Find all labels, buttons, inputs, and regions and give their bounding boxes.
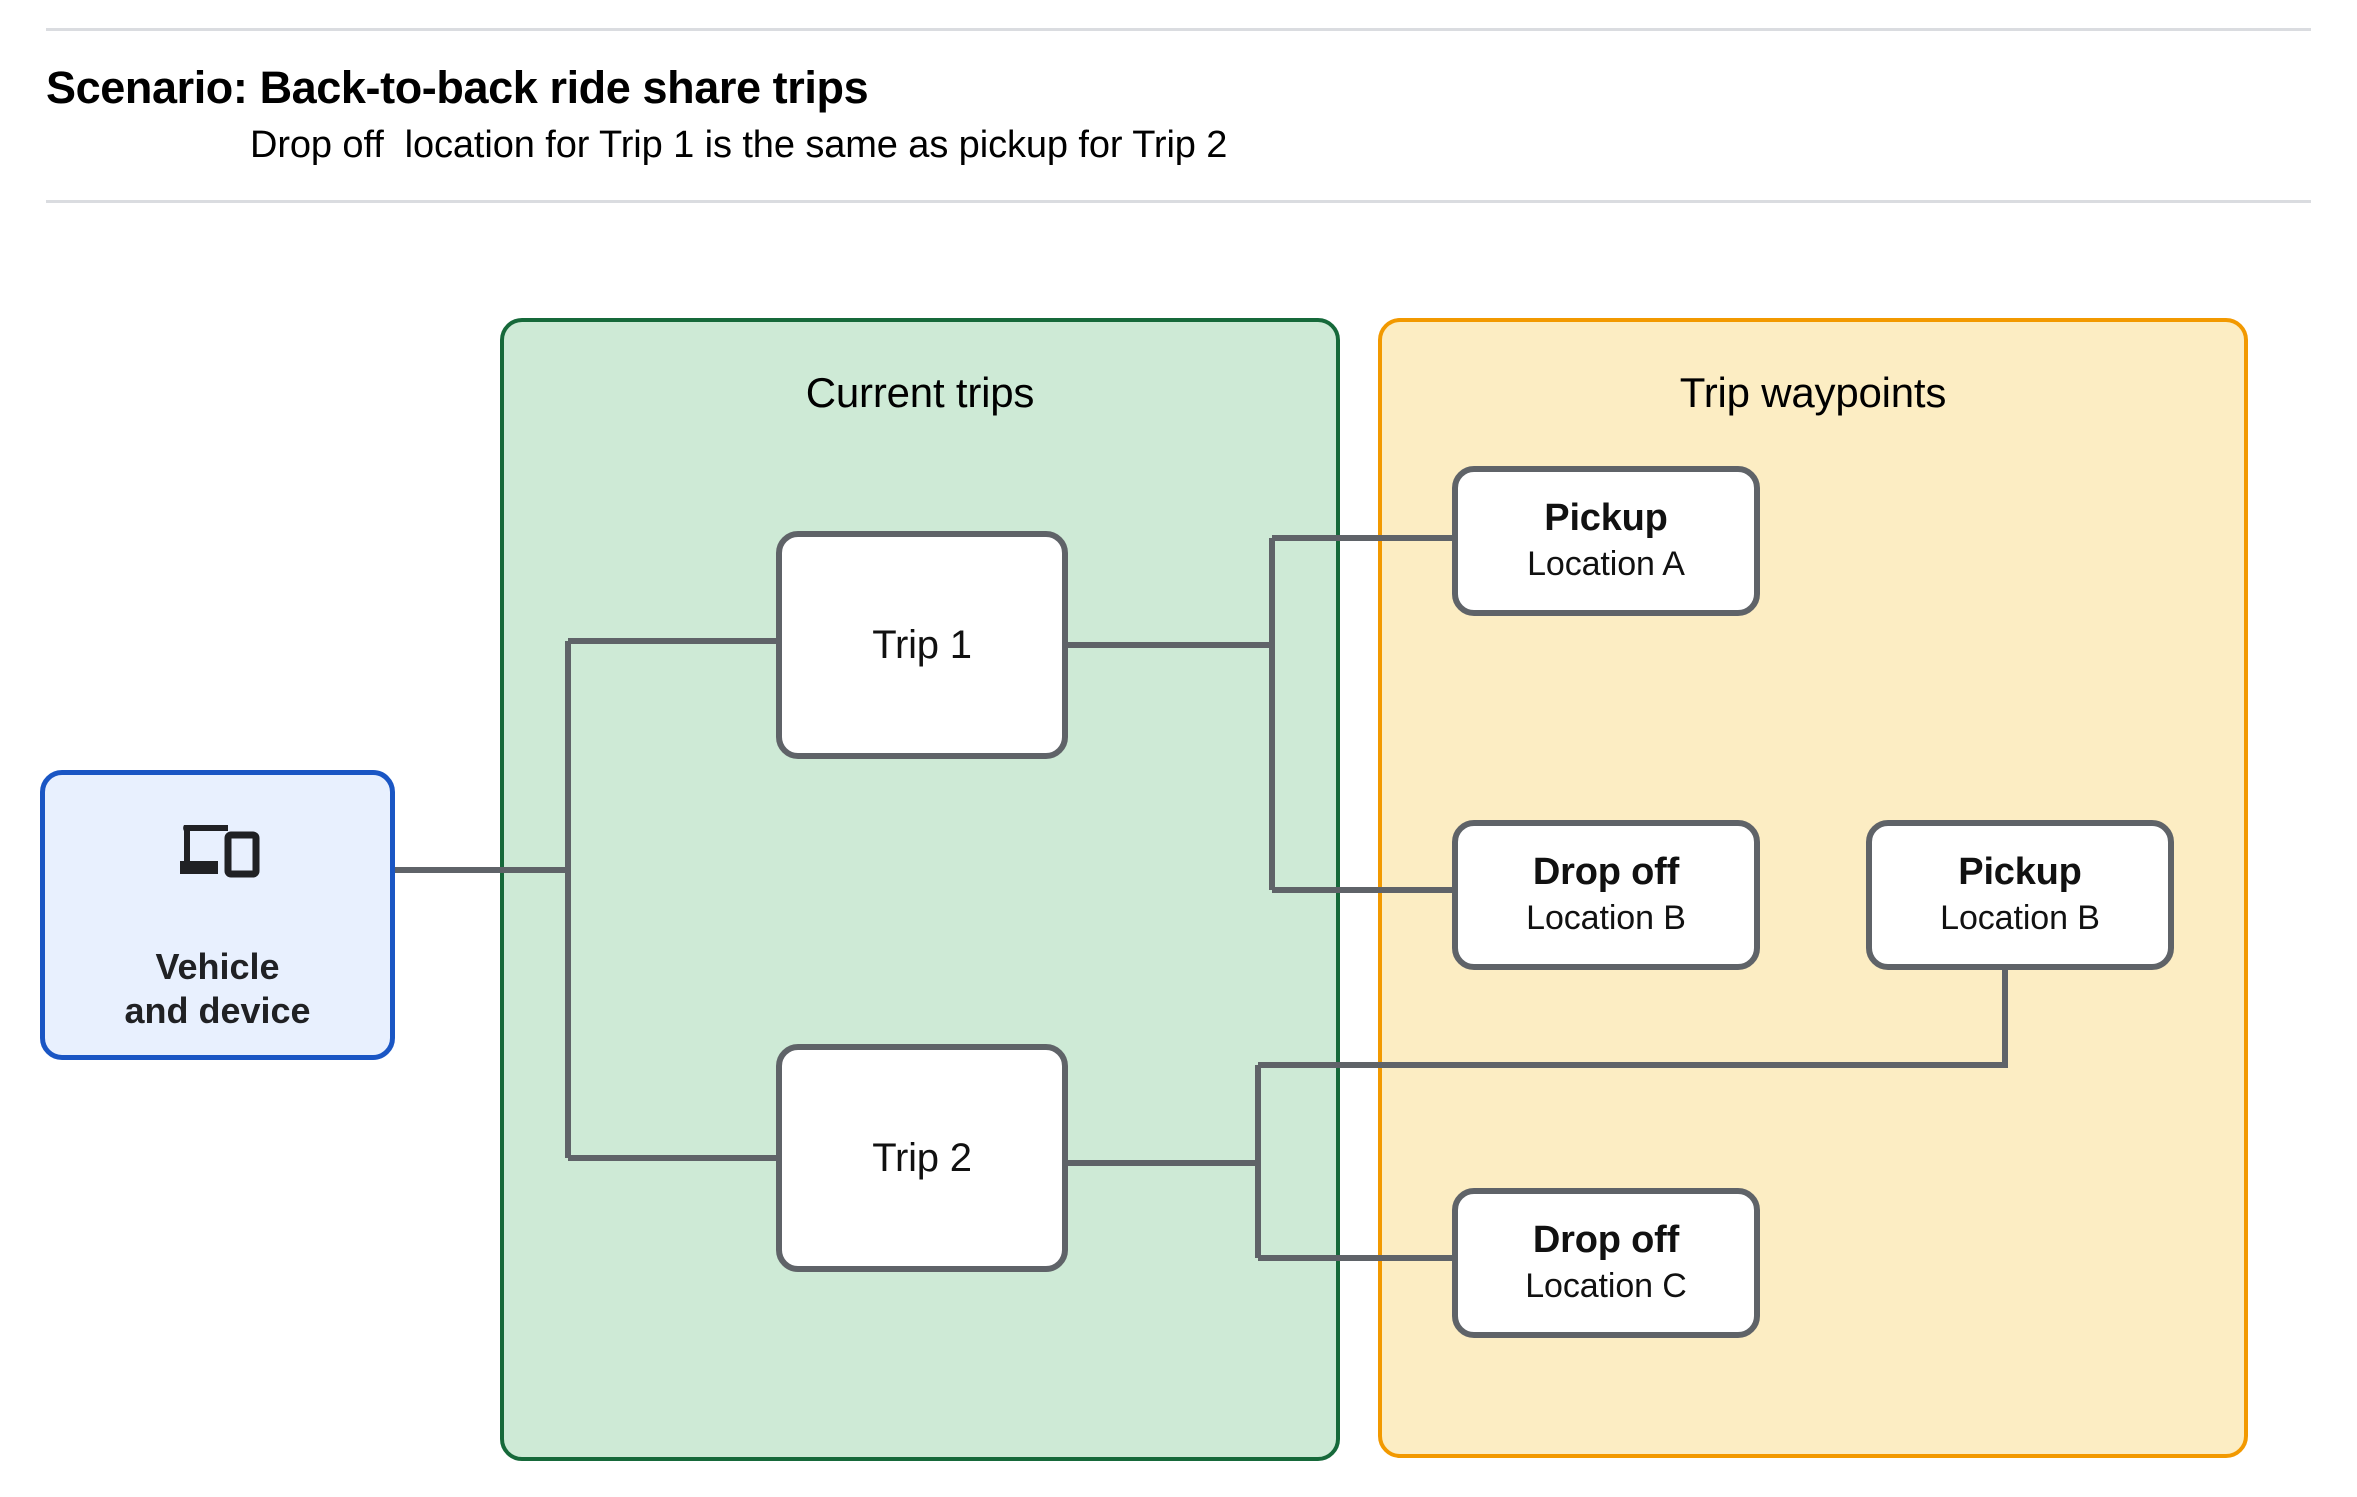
node-trip-2[interactable]: Trip 2 (776, 1044, 1068, 1272)
node-dropoff-b-title: Drop off (1532, 850, 1680, 893)
node-pickup-a-title: Pickup (1544, 496, 1668, 539)
header-divider-top (46, 28, 2311, 31)
node-vehicle-and-device[interactable]: Vehicle and device (40, 770, 395, 1060)
node-pickup-location-a[interactable]: Pickup Location A (1452, 466, 1760, 616)
node-dropoff-c-title: Drop off (1532, 1218, 1680, 1261)
page-title: Scenario: Back-to-back ride share trips (46, 62, 869, 113)
node-pickup-b-location: Location B (1940, 899, 2100, 938)
vehicle-and-device-label: Vehicle and device (124, 946, 311, 1031)
header-divider-bottom (46, 200, 2311, 203)
node-trip-1-label: Trip 1 (872, 623, 972, 667)
node-dropoff-b-location: Location B (1526, 899, 1686, 938)
node-dropoff-location-c[interactable]: Drop off Location C (1452, 1188, 1760, 1338)
node-trip-2-label: Trip 2 (872, 1136, 972, 1180)
group-current-trips-title: Current trips (805, 369, 1035, 416)
node-trip-1[interactable]: Trip 1 (776, 531, 1068, 759)
node-pickup-a-location: Location A (1527, 545, 1685, 584)
page-subtitle: Drop off location for Trip 1 is the same… (250, 124, 1228, 166)
node-dropoff-location-b[interactable]: Drop off Location B (1452, 820, 1760, 970)
devices-icon (179, 825, 259, 878)
node-pickup-b-title: Pickup (1958, 850, 2082, 893)
node-dropoff-c-location: Location C (1525, 1267, 1687, 1306)
group-trip-waypoints-title: Trip waypoints (1679, 369, 1947, 416)
group-current-trips: Current trips (500, 318, 1340, 1461)
node-pickup-location-b[interactable]: Pickup Location B (1866, 820, 2174, 970)
